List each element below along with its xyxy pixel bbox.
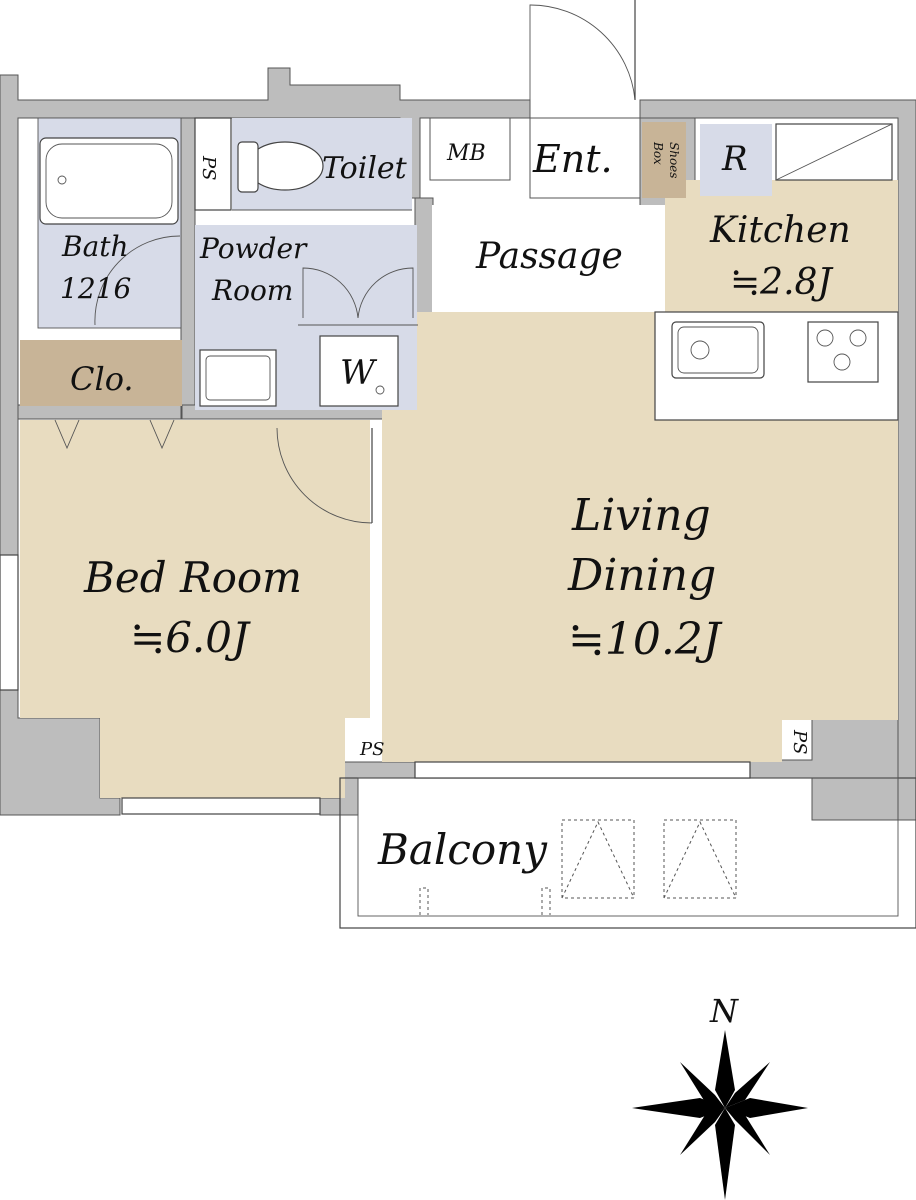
- mb-label: MB: [446, 141, 486, 166]
- ps-bedroom-label: PS: [359, 739, 384, 760]
- kitchen-label: Kitchen: [709, 210, 851, 251]
- compass-north-label: N: [709, 992, 739, 1030]
- passage-label: Passage: [475, 236, 623, 277]
- living-area-label: ≒10.2J: [568, 614, 723, 665]
- entrance-label: Ent.: [532, 137, 613, 181]
- balcony-label: Balcony: [377, 825, 548, 874]
- ps-living-label: PS: [789, 729, 810, 754]
- fixtures: [37, 0, 899, 524]
- balcony-area: [0, 554, 916, 929]
- bath-label: Bath: [61, 230, 129, 263]
- shoes-box-label-1: Shoes: [667, 142, 681, 178]
- bedroom-label: Bed Room: [83, 553, 302, 602]
- bathtub: [39, 137, 179, 225]
- room-labels: Toilet MB Ent. Shoes Box R Kitchen ≒2.8J…: [60, 137, 851, 1030]
- toilet-label: Toilet: [322, 151, 408, 186]
- washer-pan: [319, 335, 399, 407]
- refrigerator-label: R: [721, 139, 748, 179]
- powder-room-label-2: Room: [211, 274, 293, 307]
- living-label: Living: [571, 490, 711, 541]
- ps-bath-label: PS: [198, 155, 219, 180]
- compass-icon: [632, 1030, 808, 1200]
- bedroom-area-label: ≒6.0J: [130, 613, 251, 662]
- bath-size-label: 1216: [60, 272, 131, 305]
- powder-room-label-1: Powder: [199, 232, 308, 265]
- dining-label: Dining: [567, 550, 716, 601]
- shoes-box-label-2: Box: [651, 141, 665, 165]
- kitchen-area-label: ≒2.8J: [730, 262, 834, 303]
- washer-label: W: [340, 353, 378, 393]
- closet-label: Clo.: [70, 360, 134, 398]
